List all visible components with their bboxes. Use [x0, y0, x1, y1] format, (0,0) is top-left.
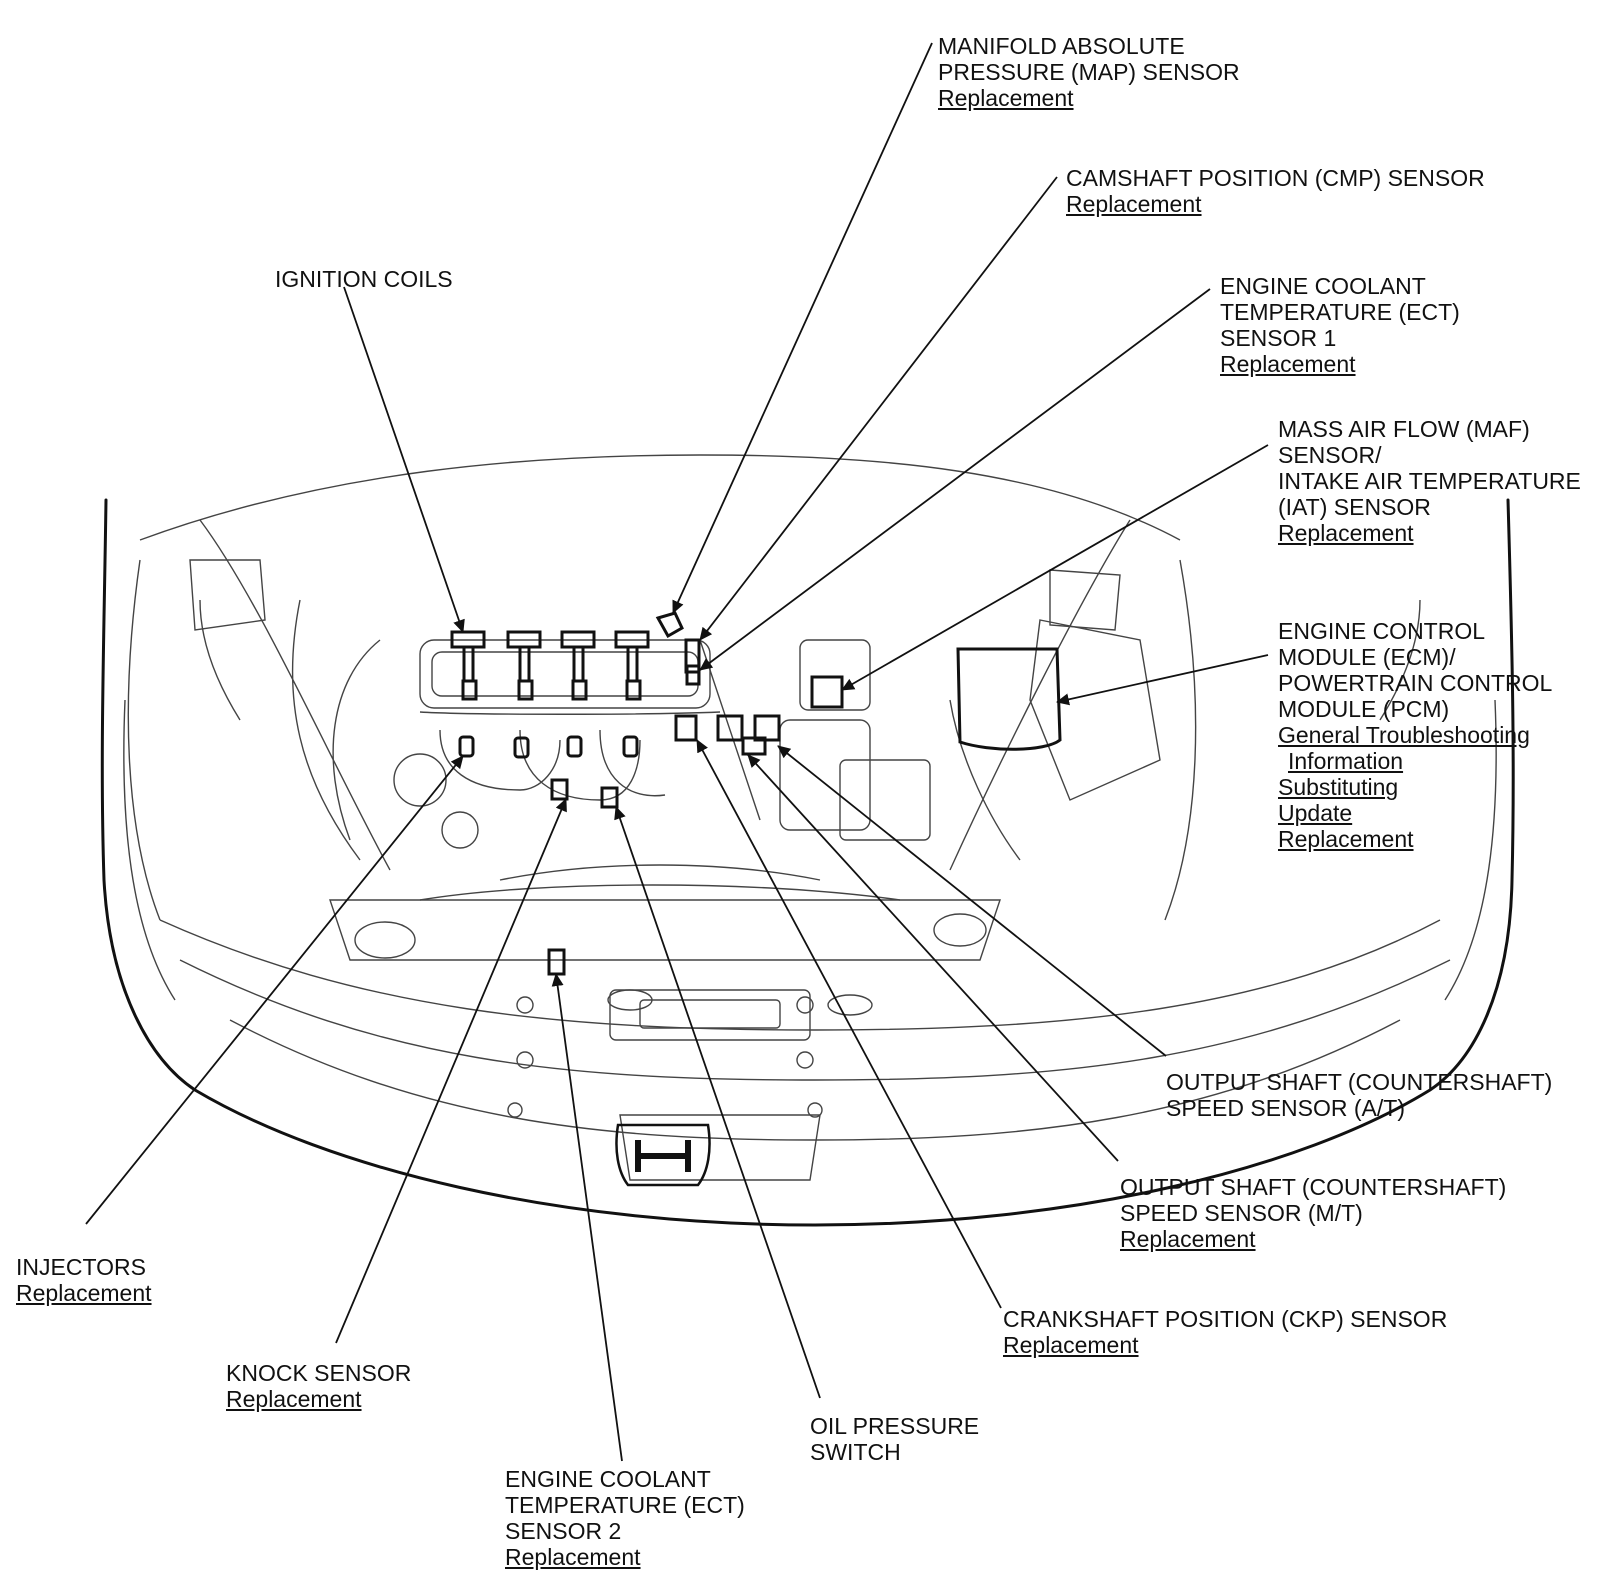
- ect-sensor-2-callout: ENGINE COOLANT TEMPERATURE (ECT) SENSOR …: [505, 1466, 745, 1570]
- injectors-label: INJECTORS: [16, 1254, 146, 1280]
- knock-sensor-label: KNOCK SENSOR: [226, 1360, 412, 1386]
- ecm-update-link[interactable]: Update: [1278, 800, 1353, 826]
- ect-sensor-1-label-line-3: SENSOR 1: [1220, 325, 1337, 351]
- ect-sensor-2-label-line-3: SENSOR 2: [505, 1518, 622, 1544]
- leader-lines: [85, 42, 1269, 1462]
- oss-at-callout: OUTPUT SHAFT (COUNTERSHAFT) SPEED SENSOR…: [1166, 1069, 1552, 1121]
- vehicle-body-outline: [100, 498, 1515, 1227]
- ect-sensor-1-replacement-link[interactable]: Replacement: [1220, 351, 1356, 377]
- ect-sensor-2-label-line-2: TEMPERATURE (ECT): [505, 1492, 745, 1518]
- ect-sensor-2-replacement-link[interactable]: Replacement: [505, 1544, 641, 1570]
- ecm-pcm-label-line-1: ENGINE CONTROL: [1278, 618, 1486, 644]
- oil-pressure-label-line-2: SWITCH: [810, 1439, 901, 1465]
- ecm-information-link[interactable]: Information: [1288, 748, 1404, 774]
- ecm-pcm-label-line-2: MODULE (ECM)/: [1278, 644, 1456, 670]
- oss-at-label-line-1: OUTPUT SHAFT (COUNTERSHAFT): [1166, 1069, 1553, 1095]
- maf-iat-label-line-4: (IAT) SENSOR: [1278, 494, 1431, 520]
- knock-sensor-callout: KNOCK SENSOR Replacement: [226, 1360, 411, 1412]
- ckp-sensor-callout: CRANKSHAFT POSITION (CKP) SENSOR Replace…: [1003, 1306, 1447, 1358]
- ignition-coil-components: [450, 630, 650, 701]
- ect-sensor-1-label-line-1: ENGINE COOLANT: [1220, 273, 1426, 299]
- ignition-coils-callout: IGNITION COILS: [275, 266, 453, 292]
- oss-at-label-line-2: SPEED SENSOR (A/T): [1166, 1095, 1405, 1121]
- cmp-sensor-replacement-link[interactable]: Replacement: [1066, 191, 1202, 217]
- cmp-sensor-label: CAMSHAFT POSITION (CMP) SENSOR: [1066, 165, 1485, 191]
- ect-sensor-1-label-line-2: TEMPERATURE (ECT): [1220, 299, 1460, 325]
- ckp-sensor-replacement-link[interactable]: Replacement: [1003, 1332, 1139, 1358]
- ecm-substituting-link[interactable]: Substituting: [1278, 774, 1399, 800]
- injectors-callout: INJECTORS Replacement: [16, 1254, 152, 1306]
- cmp-sensor-callout: CAMSHAFT POSITION (CMP) SENSOR Replaceme…: [1066, 165, 1485, 217]
- maf-iat-replacement-link[interactable]: Replacement: [1278, 520, 1414, 546]
- ckp-sensor-label: CRANKSHAFT POSITION (CKP) SENSOR: [1003, 1306, 1448, 1332]
- honda-emblem: [615, 1123, 711, 1187]
- ecm-pcm-label-line-3: POWERTRAIN CONTROL: [1278, 670, 1553, 696]
- ecm-replacement-link[interactable]: Replacement: [1278, 826, 1414, 852]
- oss-mt-label-line-2: SPEED SENSOR (M/T): [1120, 1200, 1363, 1226]
- maf-iat-label-line-2: SENSOR/: [1278, 442, 1382, 468]
- knock-sensor-replacement-link[interactable]: Replacement: [226, 1386, 362, 1412]
- ecm-general-troubleshooting-link[interactable]: General Troubleshooting: [1278, 722, 1530, 748]
- map-sensor-replacement-link[interactable]: Replacement: [938, 85, 1074, 111]
- oil-pressure-switch-callout: OIL PRESSURE SWITCH: [810, 1413, 979, 1465]
- sensor-components: [547, 611, 1062, 976]
- oss-mt-callout: OUTPUT SHAFT (COUNTERSHAFT) SPEED SENSOR…: [1120, 1174, 1506, 1252]
- maf-iat-label-line-3: INTAKE AIR TEMPERATURE: [1278, 468, 1581, 494]
- maf-iat-label-line-1: MASS AIR FLOW (MAF): [1278, 416, 1530, 442]
- ect-sensor-1-callout: ENGINE COOLANT TEMPERATURE (ECT) SENSOR …: [1220, 273, 1460, 377]
- injectors-replacement-link[interactable]: Replacement: [16, 1280, 152, 1306]
- oil-pressure-label-line-1: OIL PRESSURE: [810, 1413, 980, 1439]
- map-sensor-label-line-2: PRESSURE (MAP) SENSOR: [938, 59, 1240, 85]
- maf-iat-sensor-callout: MASS AIR FLOW (MAF) SENSOR/ INTAKE AIR T…: [1278, 416, 1581, 546]
- engine-bay-sketch: [123, 454, 1497, 1181]
- ect-sensor-2-label-line-1: ENGINE COOLANT: [505, 1466, 711, 1492]
- ignition-coils-label: IGNITION COILS: [275, 266, 453, 292]
- ecm-pcm-callout: ENGINE CONTROL MODULE (ECM)/ POWERTRAIN …: [1278, 618, 1552, 852]
- oss-mt-replacement-link[interactable]: Replacement: [1120, 1226, 1256, 1252]
- map-sensor-label-line-1: MANIFOLD ABSOLUTE: [938, 33, 1185, 59]
- injector-components: [458, 735, 639, 759]
- ecm-pcm-label-line-4: MODULE (PCM): [1278, 696, 1450, 722]
- map-sensor-callout: MANIFOLD ABSOLUTE PRESSURE (MAP) SENSOR …: [938, 33, 1240, 111]
- oss-mt-label-line-1: OUTPUT SHAFT (COUNTERSHAFT): [1120, 1174, 1507, 1200]
